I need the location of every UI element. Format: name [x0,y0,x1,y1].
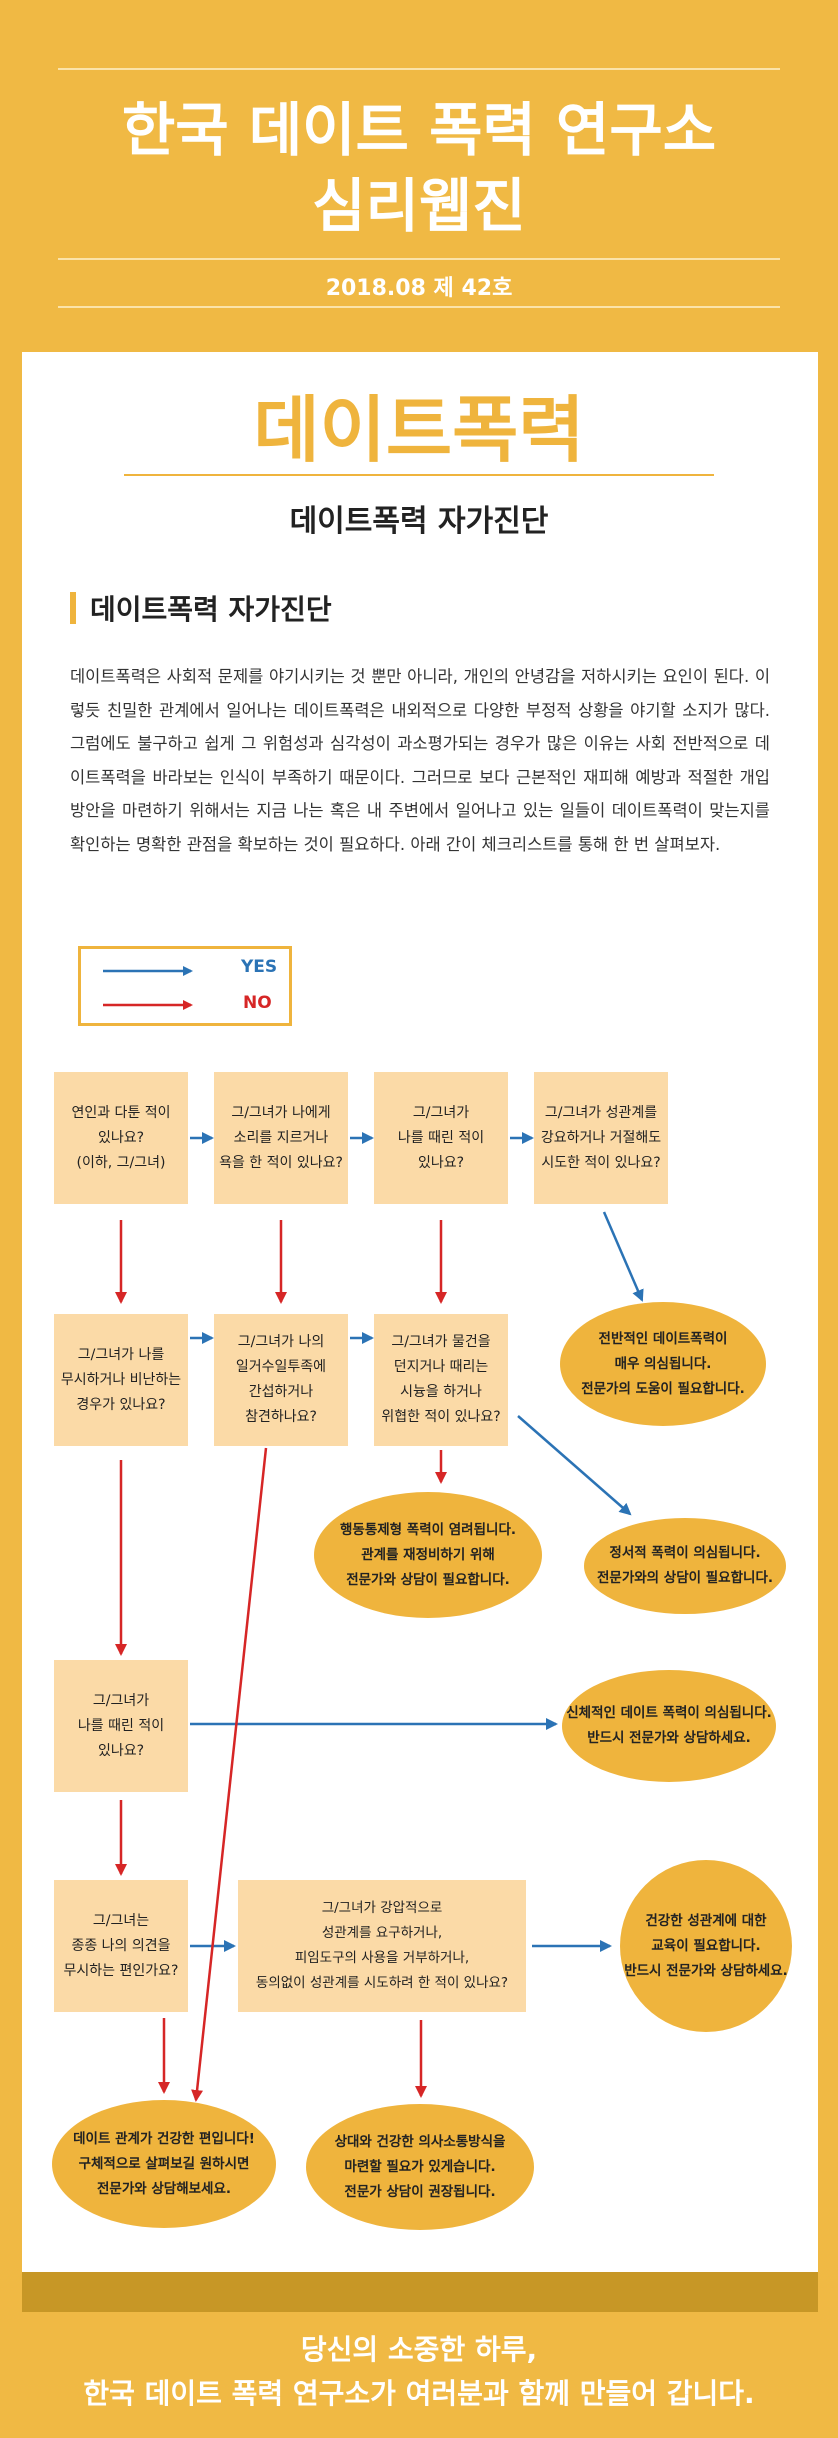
legend-yes-label: YES [241,957,278,977]
question-box-hit: 그/그녀가 나를 때린 적이 있나요? [374,1072,508,1204]
result-oval-behavior-control: 행동통제형 폭력이 염려됩니다. 관계를 재정비하기 위해 전문가와 상담이 필… [314,1492,542,1618]
result-oval-emotional: 정서적 폭력이 의심됩니다. 전문가와의 상담이 필요합니다. [584,1518,786,1614]
footer-line1: 당신의 소중한 하루, [300,2333,538,2366]
question-box-coercion: 그/그녀가 강압적으로 성관계를 요구하거나, 피임도구의 사용을 거부하거나,… [238,1880,526,2012]
arrow-q4-r1 [602,1211,644,1302]
question-box-ignored: 그/그녀가 나를 무시하거나 비난하는 경우가 있나요? [54,1314,188,1446]
question-box-argued: 연인과 다툰 적이 있나요? (이하, 그/그녀) [54,1072,188,1204]
footer-line2: 한국 데이트 폭력 연구소가 여러분과 함께 만들어 갑니다. [83,2377,755,2410]
result-oval-overall: 전반적인 데이트폭력이 매우 의심됩니다. 전문가의 도움이 필요합니다. [560,1302,766,1426]
legend: YES NO [78,946,292,1026]
question-box-hit-again: 그/그녀가 나를 때린 적이 있나요? [54,1660,188,1792]
legend-no-label: NO [243,993,272,1013]
question-box-opinion: 그/그녀는 종종 나의 의견을 무시하는 편인가요? [54,1880,188,2012]
title-divider [124,474,714,476]
article-big-title: 데이트폭력 [253,388,585,472]
content-panel-bottom-band [22,2272,818,2312]
header-bottom-line [58,306,780,308]
article-body: 데이트폭력은 사회적 문제를 야기시키는 것 뿐만 아니라, 개인의 안녕감을 … [70,667,770,854]
header-title-line1: 한국 데이트 폭력 연구소 [121,96,717,164]
header-top-line [58,68,780,70]
result-oval-healthy: 데이트 관계가 건강한 편입니다! 구체적으로 살펴보길 원하시면 전문가와 상… [52,2100,276,2228]
header-title-line2: 심리웹진 [312,172,526,240]
question-box-threatened: 그/그녀가 물건을 던지거나 때리는 시늉을 하거나 위협한 적이 있나요? [374,1314,508,1446]
result-oval-sex-education: 건강한 성관계에 대한 교육이 필요합니다. 반드시 전문가와 상담하세요. [620,1860,792,2032]
article-subtitle: 데이트폭력 자가진단 [289,504,549,539]
header-middle-line [58,258,780,260]
question-box-forced-sex: 그/그녀가 성관계를 강요하거나 거절해도 시도한 적이 있나요? [534,1072,668,1204]
section-title: 데이트폭력 자가진단 [90,593,332,626]
arrow-q6-r6 [191,1447,268,2102]
question-box-interfere: 그/그녀가 나의 일거수일투족에 간섭하거나 참견하나요? [214,1314,348,1446]
result-oval-physical: 신체적인 데이트 폭력이 의심됩니다. 반드시 전문가와 상담하세요. [562,1670,776,1782]
issue-number: 2018.08 제 42호 [325,276,513,301]
section-marker [70,592,76,624]
legend-arrows [103,966,193,1010]
result-oval-communication: 상대와 건강한 의사소통방식을 마련할 필요가 있게습니다. 전문가 상담이 권… [306,2104,534,2230]
question-box-yelled: 그/그녀가 나에게 소리를 지르거나 욕을 한 적이 있나요? [214,1072,348,1204]
arrow-q7-r3 [517,1415,632,1516]
